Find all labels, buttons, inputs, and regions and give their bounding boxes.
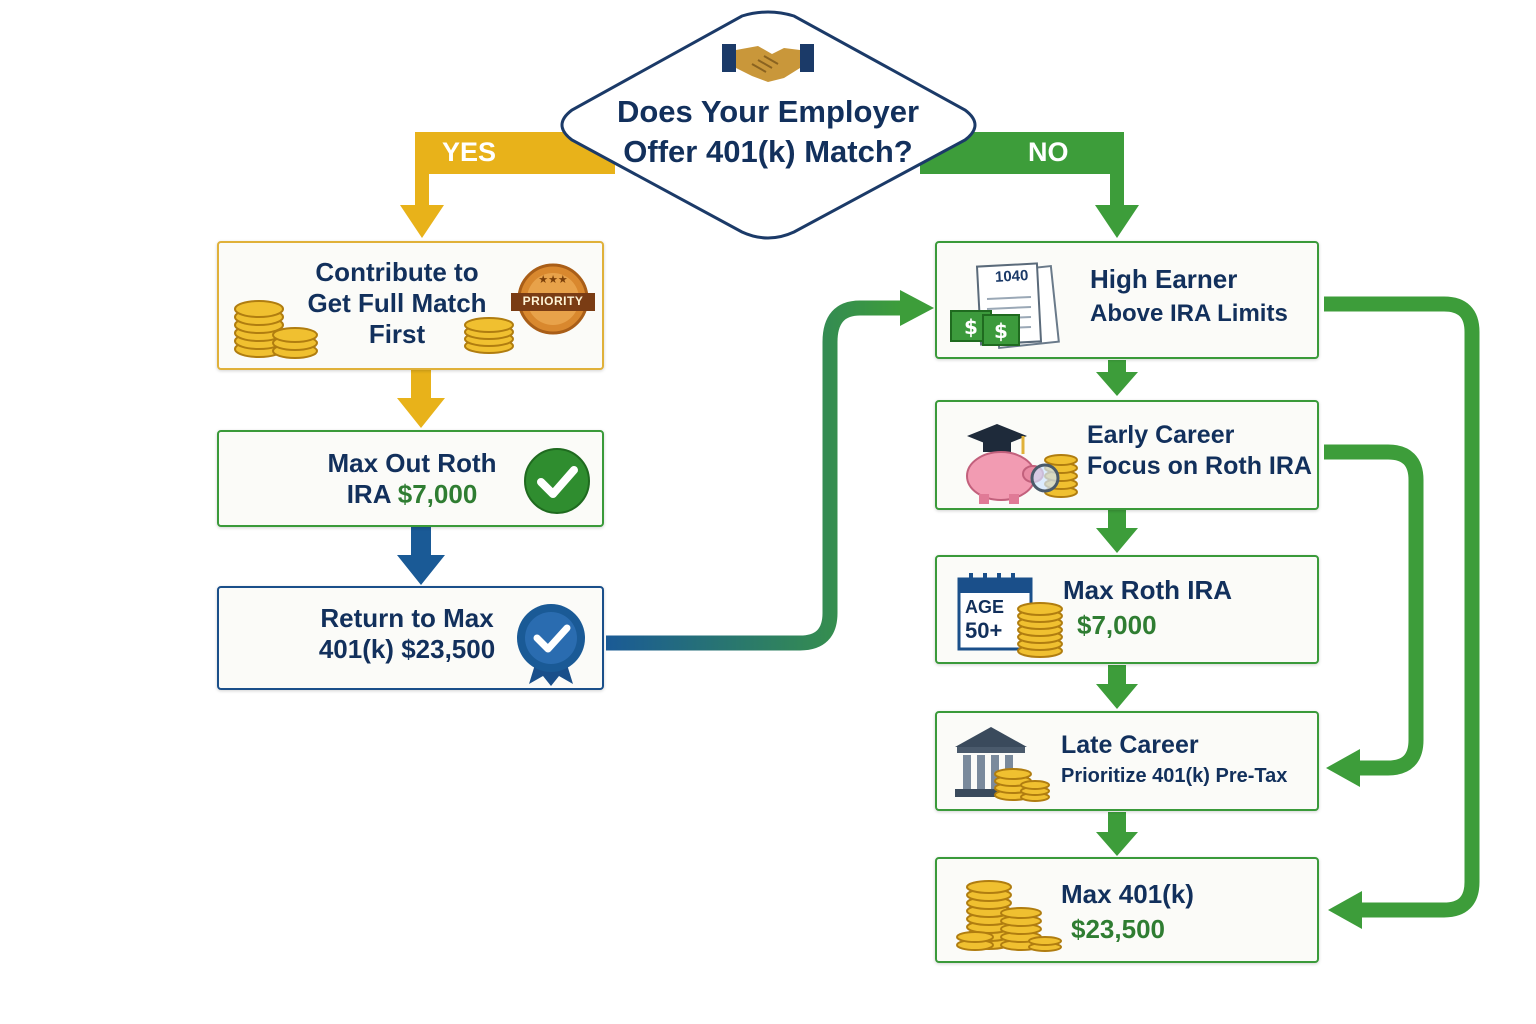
contribute-line-2: Get Full Match [307, 288, 487, 319]
coin-stacks-icon [956, 880, 1062, 952]
yes-branch-arrow [400, 132, 615, 238]
arrow-match-to-roth [397, 370, 445, 428]
max-roth-ira-right-box[interactable]: AGE 50+ Max Roth IRA $7,000 [935, 555, 1319, 664]
max-roth-left-prefix: IRA [346, 479, 398, 510]
high-earner-box[interactable]: $ $ 1040 High Earner Above IRA Limits [935, 241, 1319, 359]
early-career-text: Early Career Focus on Roth IRA [1087, 420, 1317, 483]
age-label: AGE [965, 597, 1005, 617]
no-label: NO [1028, 137, 1069, 167]
late-career-text: Late Career Prioritize 401(k) Pre-Tax [1061, 729, 1317, 790]
max-roth-right-text: Max Roth IRA $7,000 [1063, 573, 1293, 643]
contribute-line-1: Contribute to [315, 257, 479, 287]
contribute-line-3: First [368, 319, 426, 350]
max-roth-ira-left-box[interactable]: Max Out Roth IRA $7,000 [217, 430, 604, 527]
late-career-box[interactable]: Late Career Prioritize 401(k) Pre-Tax [935, 711, 1319, 811]
piggy-bank-graduation-icon [966, 424, 1078, 504]
high-earner-text: High Earner Above IRA Limits [1090, 261, 1310, 331]
max-401k-amount: $23,500 [1071, 914, 1165, 945]
max-roth-right-amount: $7,000 [1077, 610, 1157, 641]
svg-text:$: $ [964, 315, 978, 339]
arrow-roth-to-return [397, 527, 445, 585]
return-line-2: 401(k) $23,500 [318, 634, 496, 665]
arrow-maxroth-to-late [1096, 665, 1138, 709]
connector-early-to-late [1324, 444, 1424, 776]
connector-high-to-max401k [1324, 296, 1480, 918]
decision-diamond[interactable] [560, 10, 977, 240]
coin-stack-icon [234, 300, 318, 359]
high-earner-line-2: Above IRA Limits [1090, 300, 1288, 328]
coin-stack-icon [1017, 602, 1063, 658]
age-value: 50+ [965, 618, 1003, 643]
max-roth-right-line-1: Max Roth IRA [1063, 575, 1232, 605]
svg-text:$: $ [994, 319, 1008, 343]
high-earner-line-1: High Earner [1090, 264, 1238, 294]
blue-seal-check-icon [517, 604, 585, 686]
svg-text:★★★: ★★★ [538, 273, 568, 286]
priority-badge: ★★★ PRIORITY [511, 263, 595, 335]
arrow-early-to-maxroth [1096, 510, 1138, 553]
max-roth-left-text: Max Out Roth IRA $7,000 [289, 448, 535, 510]
priority-badge-label: PRIORITY [522, 294, 584, 308]
tax-form-money-icon: $ $ [950, 262, 1060, 350]
check-circle-icon [524, 448, 590, 514]
late-career-line-1: Late Career [1061, 731, 1199, 759]
decision-question: Does Your Employer Offer 401(k) Match? [560, 92, 976, 173]
late-career-line-2: Prioritize 401(k) Pre-Tax [1061, 764, 1288, 787]
return-line-1: Return to Max [320, 603, 494, 633]
decision-line-1: Does Your Employer [616, 94, 920, 129]
connector-return-to-high-earner [606, 300, 902, 651]
yes-label: YES [442, 137, 497, 167]
handshake-icon [722, 44, 814, 82]
contribute-text: Contribute to Get Full Match First [289, 257, 505, 351]
bank-building-icon [955, 727, 1050, 802]
form-1040-label: 1040 [994, 267, 1029, 286]
decision-line-2: Offer 401(k) Match? [623, 134, 913, 170]
max-401k-text: Max 401(k) $23,500 [1061, 877, 1301, 947]
arrow-late-to-max401k [1096, 812, 1138, 856]
coin-small-stack-icon [464, 317, 514, 354]
early-career-line-2: Focus on Roth IRA [1087, 452, 1312, 481]
max-401k-line-1: Max 401(k) [1061, 879, 1194, 909]
max-roth-left-amount: $7,000 [397, 479, 478, 510]
early-career-box[interactable]: Early Career Focus on Roth IRA [935, 400, 1319, 510]
max-roth-left-line-1: Max Out Roth [327, 448, 497, 478]
no-branch-arrow [920, 132, 1139, 238]
return-max-401k-box[interactable]: Return to Max 401(k) $23,500 [217, 586, 604, 690]
contribute-full-match-box[interactable]: Contribute to Get Full Match First ★★★ P… [217, 241, 604, 370]
arrow-high-to-early [1096, 360, 1138, 396]
early-career-line-1: Early Career [1087, 421, 1235, 449]
max-401k-box[interactable]: Max 401(k) $23,500 [935, 857, 1319, 963]
return-text: Return to Max 401(k) $23,500 [295, 603, 519, 665]
